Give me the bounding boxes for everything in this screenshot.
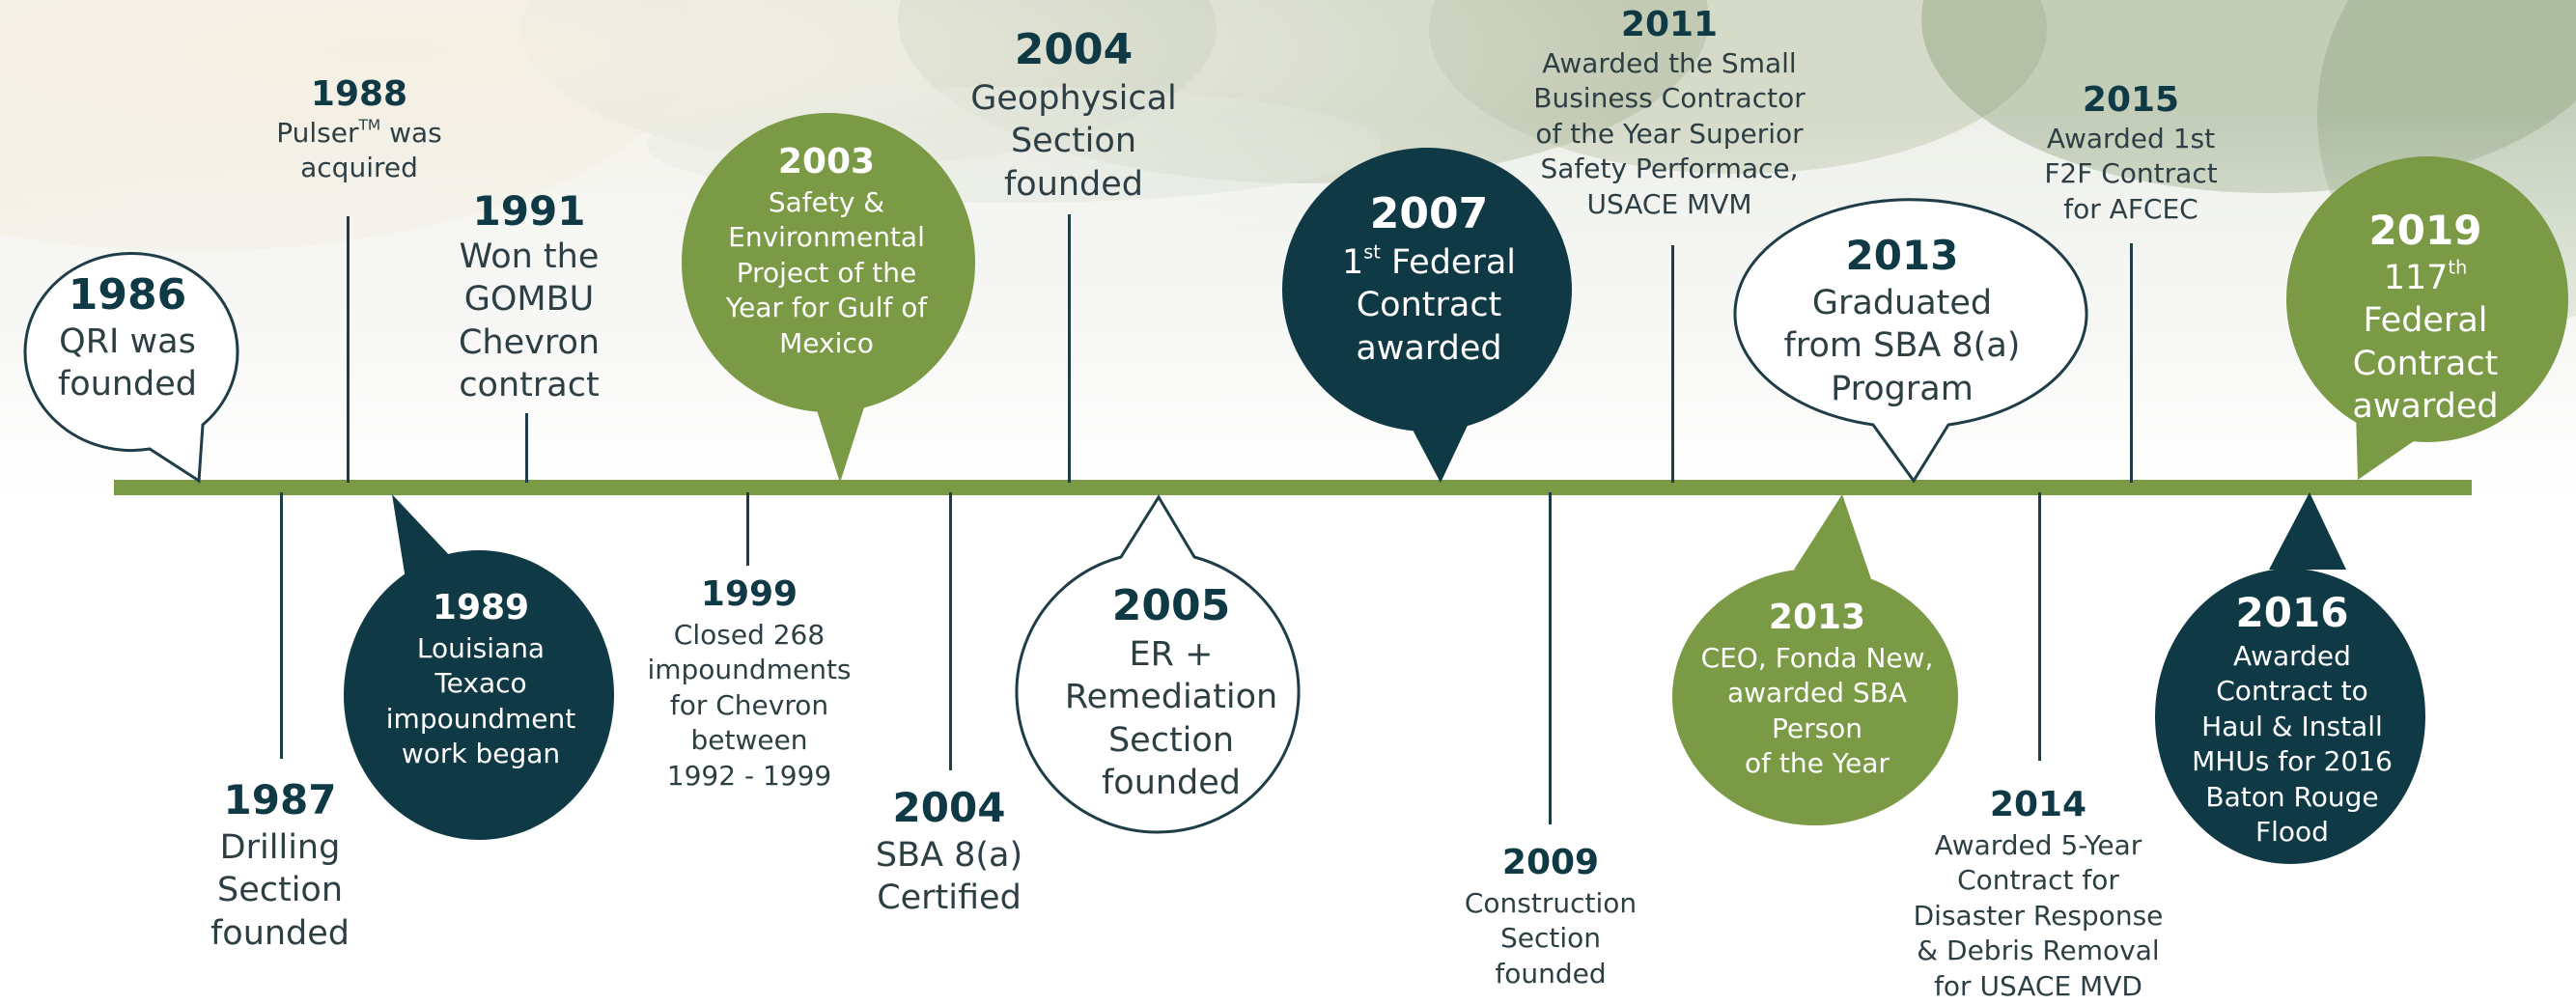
event-year: 2004 bbox=[1014, 25, 1134, 74]
connector-line-2009 bbox=[1549, 492, 1552, 824]
event-year: 2016 bbox=[2235, 589, 2349, 636]
event-year: 2011 bbox=[1620, 5, 1719, 44]
connector-line-2004-sba bbox=[949, 492, 952, 770]
event-2009: 2009 Construction Section founded bbox=[1465, 846, 1637, 991]
event-year: 1988 bbox=[310, 74, 408, 114]
event-year: 2019 bbox=[2368, 207, 2482, 254]
event-text: Awarded 5-Year Contract for Disaster Res… bbox=[1913, 829, 2164, 1002]
event-2003: 2003 Safety & Environmental Project of t… bbox=[726, 145, 928, 361]
bubble-1986 bbox=[23, 252, 239, 484]
event-text: Awarded Contract to Haul & Install MHUs … bbox=[2192, 640, 2393, 848]
event-2013-graduated: 2013 Graduated from SBA 8(a) Program bbox=[1784, 236, 2021, 410]
bubble-2019 bbox=[2286, 156, 2568, 480]
event-2004-sba: 2004 SBA 8(a) Certified bbox=[876, 788, 1022, 920]
event-1988: 1988 PulserTM was acquired bbox=[276, 77, 441, 186]
event-year: 2005 bbox=[1111, 581, 1231, 630]
bubble-1989 bbox=[344, 494, 614, 840]
event-2011: 2011 Awarded the Small Business Contract… bbox=[1533, 8, 1805, 222]
event-2005: 2005 ER + Remediation Section founded bbox=[1065, 585, 1277, 805]
event-2013-ceo: 2013 CEO, Fonda New, awarded SBA Person … bbox=[1701, 600, 1934, 782]
event-2015: 2015 Awarded 1st F2F Contract for AFCEC bbox=[2044, 83, 2217, 227]
event-text: Graduated from SBA 8(a) Program bbox=[1783, 284, 2021, 408]
event-text: Awarded the Small Business Contractor of… bbox=[1533, 47, 1806, 220]
event-2007: 2007 1st Federal Contract awarded bbox=[1342, 193, 1516, 370]
connector-line-2011 bbox=[1671, 245, 1674, 483]
bubble-2005 bbox=[1015, 494, 1301, 834]
bubble-2013-ceo bbox=[1672, 494, 1958, 825]
event-text: Drilling Section founded bbox=[210, 828, 350, 953]
event-1991: 1991 Won the GOMBU Chevron contract bbox=[459, 191, 600, 407]
event-2014: 2014 Awarded 5-Year Contract for Disaste… bbox=[1914, 788, 2164, 1004]
connector-line-1987 bbox=[280, 492, 283, 759]
event-year: 2003 bbox=[777, 142, 876, 181]
event-text: Construction Section founded bbox=[1464, 887, 1638, 990]
event-year: 2007 bbox=[1369, 189, 1489, 238]
event-year: 2004 bbox=[892, 784, 1006, 831]
connector-line-1999 bbox=[746, 492, 749, 566]
event-year: 2009 bbox=[1501, 843, 1600, 882]
bubble-2013-graduated bbox=[1733, 198, 2088, 484]
event-text: 1st Federal Contract awarded bbox=[1341, 240, 1517, 368]
event-1986: 1986 QRI was founded bbox=[58, 274, 197, 406]
bubble-2003 bbox=[682, 113, 975, 483]
event-text: ER + Remediation Section founded bbox=[1064, 635, 1278, 803]
event-text: Louisiana Texaco impoundment work began bbox=[385, 632, 576, 770]
event-text: Won the GOMBU Chevron contract bbox=[458, 237, 601, 405]
event-year: 2015 bbox=[2082, 80, 2180, 120]
event-year: 2014 bbox=[1989, 785, 2087, 824]
event-text: Geophysical Section founded bbox=[970, 79, 1177, 204]
event-year: 1999 bbox=[700, 574, 798, 614]
event-year: 1989 bbox=[432, 588, 530, 628]
bubble-2007 bbox=[1282, 148, 1572, 483]
event-1999: 1999 Closed 268 impoundments for Chevron… bbox=[647, 577, 851, 794]
event-text: SBA 8(a) Certified bbox=[875, 836, 1023, 918]
event-text: Safety & Environmental Project of the Ye… bbox=[725, 186, 928, 359]
event-year: 1987 bbox=[223, 776, 337, 823]
event-year: 1991 bbox=[472, 187, 586, 235]
event-text: PulserTM was acquired bbox=[276, 116, 442, 184]
event-year: 2013 bbox=[1845, 232, 1959, 279]
event-text: 117th Federal Contract awarded bbox=[2352, 256, 2499, 427]
connector-line-2015 bbox=[2130, 243, 2133, 483]
connector-line-2014 bbox=[2038, 492, 2041, 761]
event-2019: 2019 117th Federal Contract awarded bbox=[2350, 210, 2501, 429]
bubble-2016 bbox=[2155, 492, 2425, 864]
event-year: 1986 bbox=[68, 270, 187, 320]
event-1989: 1989 Louisiana Texaco impoundment work b… bbox=[386, 591, 575, 772]
timeline-axis bbox=[114, 480, 2472, 495]
event-text: CEO, Fonda New, awarded SBA Person of th… bbox=[1700, 642, 1934, 780]
connector-line-1988 bbox=[347, 216, 350, 483]
connector-line-2004-geophysical bbox=[1068, 214, 1071, 483]
event-year: 2013 bbox=[1768, 598, 1866, 637]
event-2004-geophysical: 2004 Geophysical Section founded bbox=[970, 29, 1177, 206]
event-text: QRI was founded bbox=[57, 322, 198, 404]
connector-line-1991 bbox=[525, 413, 528, 483]
event-text: Closed 268 impoundments for Chevron betw… bbox=[647, 619, 852, 792]
event-1987: 1987 Drilling Section founded bbox=[210, 780, 350, 955]
event-2016: 2016 Awarded Contract to Haul & Install … bbox=[2192, 593, 2393, 850]
event-text: Awarded 1st F2F Contract for AFCEC bbox=[2044, 123, 2218, 225]
